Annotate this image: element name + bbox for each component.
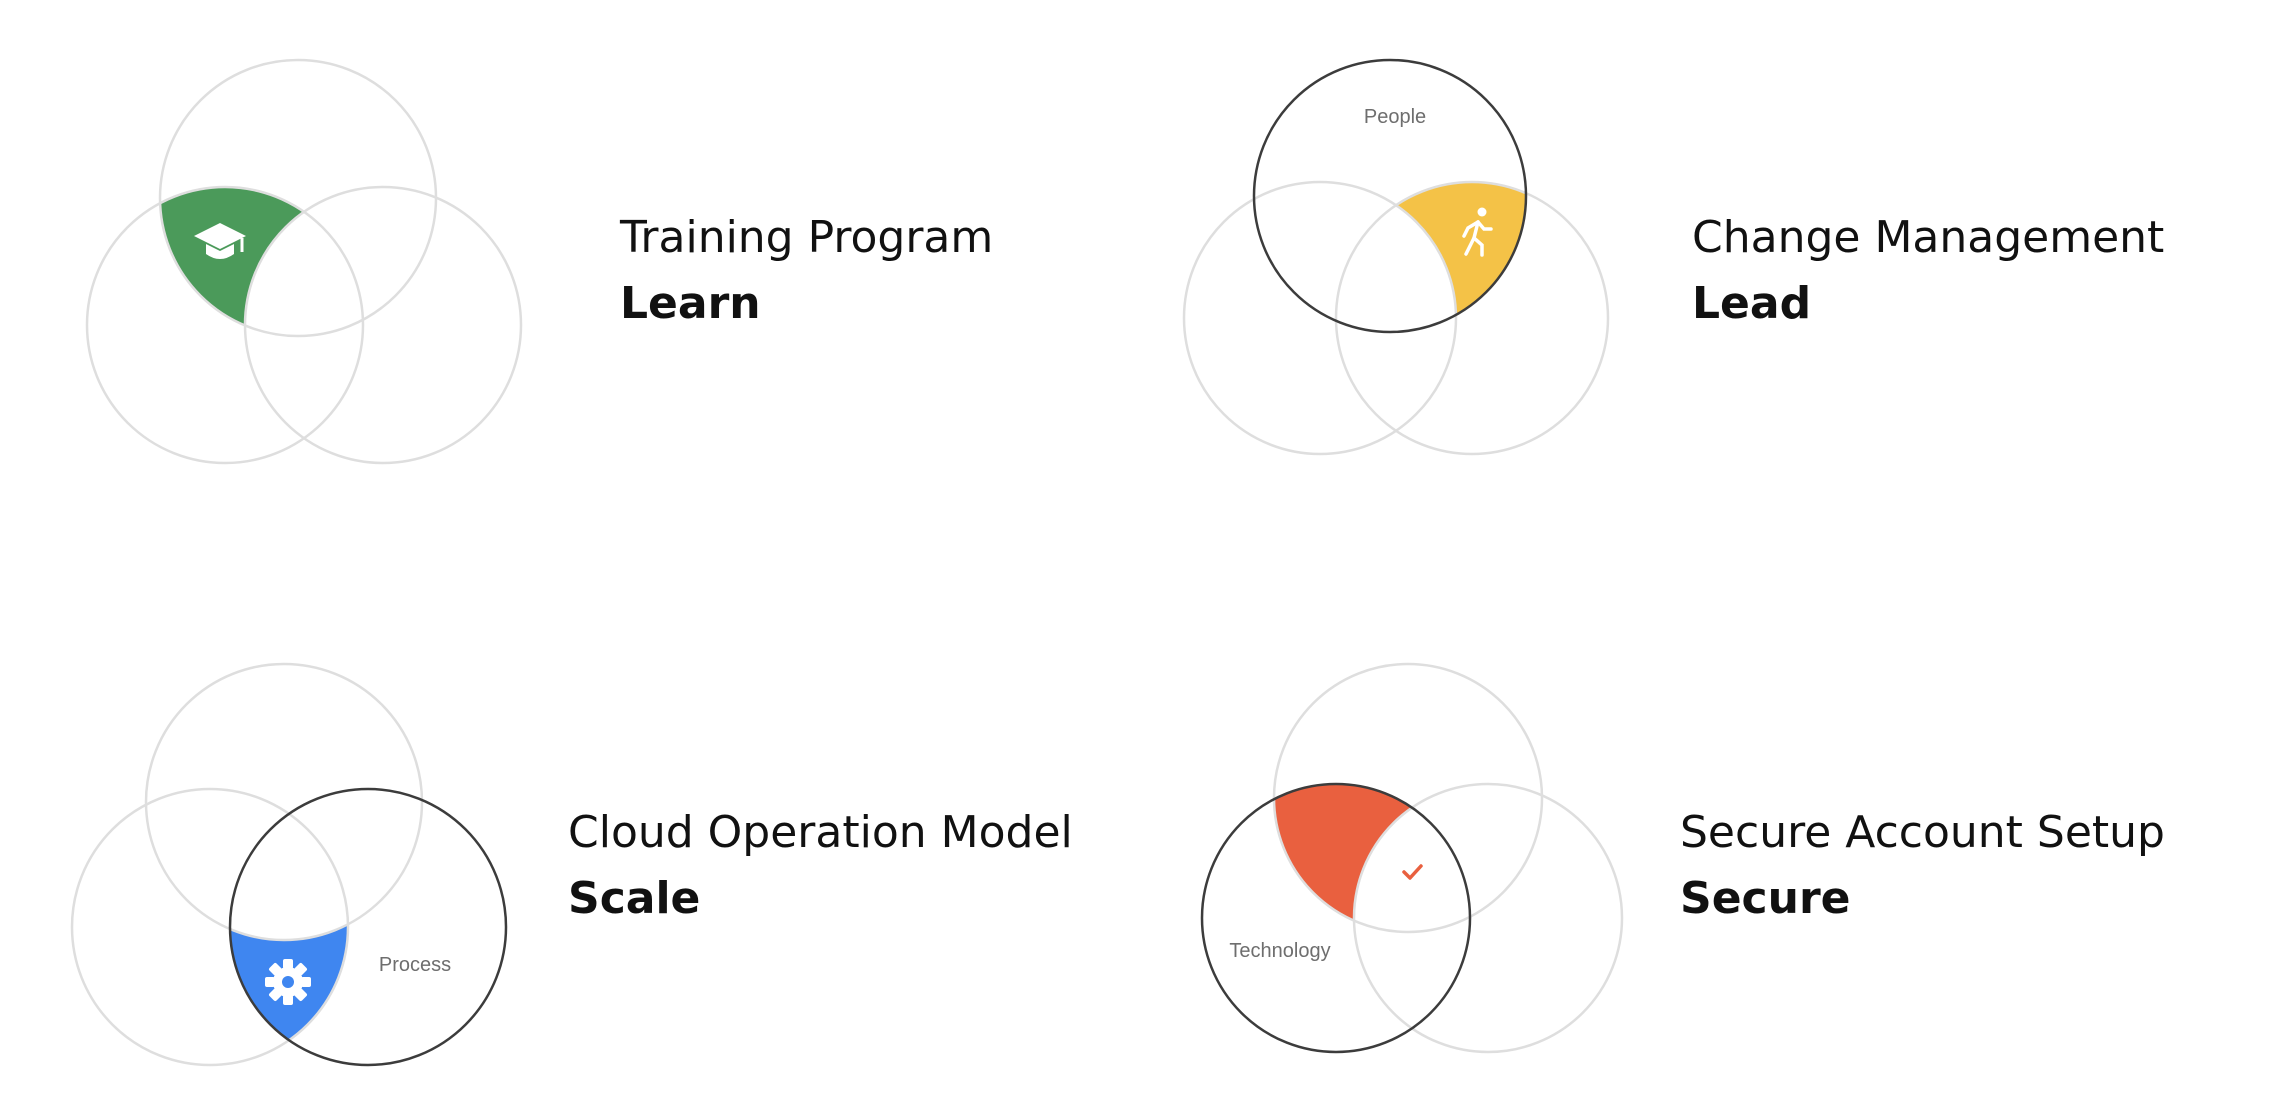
gear-icon xyxy=(265,959,311,1005)
caption-change-management: Change Management Lead xyxy=(1692,205,2164,337)
caption-secure-account-setup: Secure Account Setup Secure xyxy=(1680,800,2165,932)
venn-diagram-secure: Technology xyxy=(1200,662,1624,1054)
circle-label-people: People xyxy=(1364,106,1426,128)
venn-circle-right xyxy=(1334,180,1610,456)
venn-diagram-learn xyxy=(85,58,523,465)
panel-title: Change Management xyxy=(1692,212,2165,263)
venn-circle-left xyxy=(1182,180,1458,456)
panel-subtitle: Scale xyxy=(568,873,701,924)
venn-diagram-scale: Process xyxy=(70,662,508,1067)
circle-label-technology: Technology xyxy=(1229,940,1330,962)
venn-circle-right xyxy=(243,185,523,465)
panel-title: Training Program xyxy=(620,212,994,263)
venn-circle-technology xyxy=(1200,782,1472,1054)
panel-subtitle: Secure xyxy=(1680,873,1851,924)
caption-training-program: Training Program Learn xyxy=(620,205,993,337)
venn-circle-right xyxy=(1352,782,1624,1054)
venn-circle-process xyxy=(228,787,508,1067)
venn-circle-top xyxy=(144,662,424,942)
panel-subtitle: Lead xyxy=(1692,278,1812,329)
graduation-cap-icon xyxy=(194,223,246,259)
highlight-region-lead xyxy=(1336,182,1526,332)
venn-circle-left xyxy=(85,185,365,465)
caption-cloud-operation-model: Cloud Operation Model Scale xyxy=(568,800,1073,932)
circle-label-process: Process xyxy=(379,954,451,976)
shield-check-icon xyxy=(1395,852,1429,893)
panel-title: Secure Account Setup xyxy=(1680,807,2165,858)
panel-title: Cloud Operation Model xyxy=(568,807,1073,858)
venn-diagram-lead: People xyxy=(1182,58,1610,456)
running-person-icon xyxy=(1462,207,1493,257)
venn-circle-people xyxy=(1252,58,1528,334)
highlight-region-secure xyxy=(1274,784,1470,932)
venn-circle-left xyxy=(70,787,350,1067)
panel-subtitle: Learn xyxy=(620,278,761,329)
